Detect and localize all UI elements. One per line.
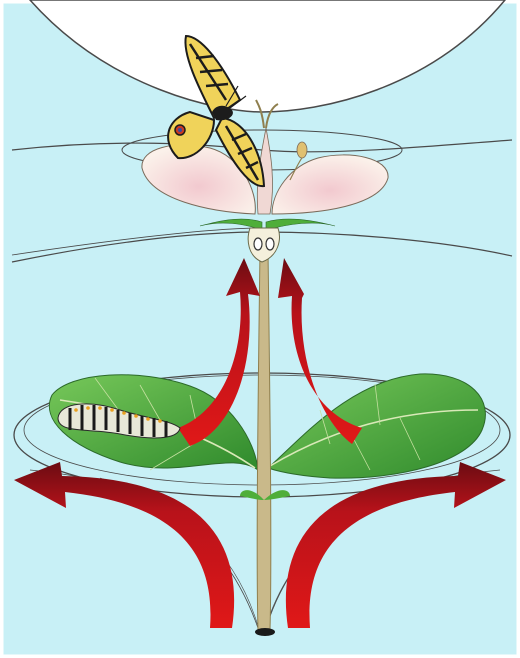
plant-stem [257, 250, 271, 630]
seed [255, 628, 275, 636]
